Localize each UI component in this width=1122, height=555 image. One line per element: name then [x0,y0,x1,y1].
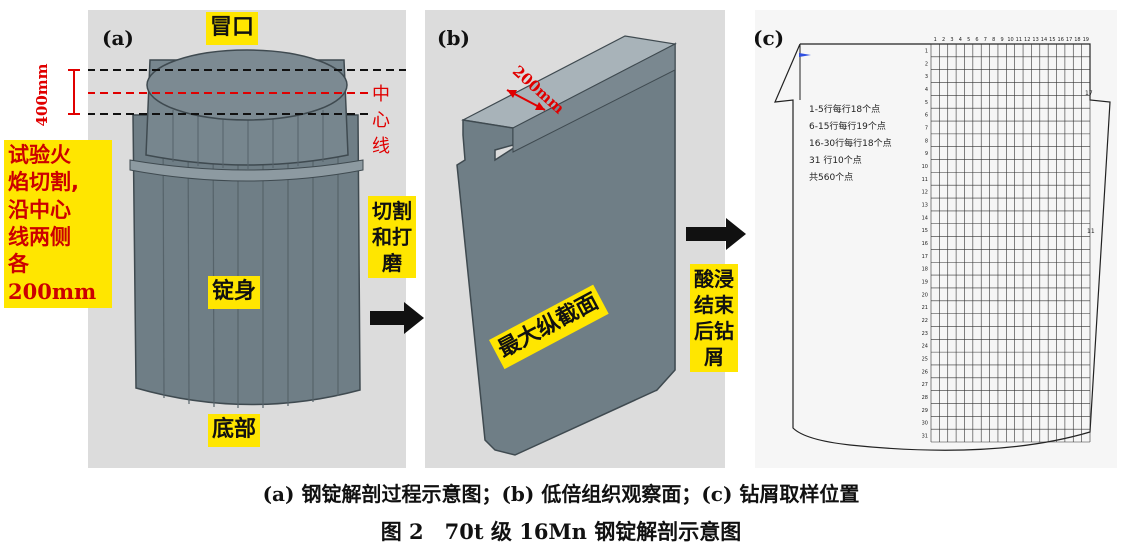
grid-row-number: 15 [922,228,928,234]
note-line: 线两侧 [8,224,71,249]
pickle-drill-label: 酸浸 结束 后钻 屑 [690,264,738,372]
label-line: 切割 [372,199,412,223]
note-line: 6-15行每行19个点 [809,122,886,132]
label-line: 磨 [382,251,402,275]
grid-row-number: 25 [922,357,928,363]
dimension-400-marker [68,69,80,115]
grid-row-number: 10 [922,164,928,170]
grid-row-number: 18 [922,267,928,273]
note-line: 焰切割, [8,170,79,195]
figure-subcaption: (a) 钢锭解剖过程示意图；(b) 低倍组织观察面；(c) 钻屑取样位置 [262,482,860,506]
figure-caption: 图 2 70t 级 16Mn 钢锭解剖示意图 [380,519,742,544]
label-line: 屑 [704,345,724,369]
edge-label: 17 [1085,90,1093,97]
grid-row-number: 7 [925,125,928,131]
grid-column-number: 12 [1024,37,1030,43]
grid-row-number: 27 [922,382,928,388]
grid-column-number: 3 [950,37,953,43]
panel-c-label: (c) [755,26,785,50]
sampling-notes: 1-5行每行18个点 6-15行每行19个点 16-30行每行18个点 31 行… [809,102,892,187]
grid-column-number: 15 [1049,37,1055,43]
note-line: 31 行10个点 [809,156,862,166]
label-line: 后钻 [694,319,734,343]
bottom-label: 底部 [208,414,261,447]
grid-column-number: 7 [984,37,987,43]
section-slab-drawing [456,35,677,456]
grid-row-number: 28 [922,395,928,401]
grid-row-number: 4 [925,87,928,93]
grid-row-number: 23 [922,331,928,337]
grid-row-number: 3 [925,74,928,80]
grid-column-number: 19 [1083,37,1089,43]
body-label: 锭身 [208,276,261,309]
panel-a-label: (a) [102,26,134,50]
grid-row-number: 22 [922,318,928,324]
arrow-right-icon [686,218,746,250]
dimension-400-label: 400mm [33,63,51,127]
grid-row-number: 31 [922,434,928,440]
grid-row-number: 11 [922,177,928,183]
grid-column-number: 10 [1007,37,1013,43]
grid-row-number: 24 [922,344,928,350]
note-line: 共560个点 [809,173,854,183]
label-line: 结束 [694,293,734,317]
grid-row-number: 19 [922,280,928,286]
grid-row-number: 13 [922,202,928,208]
label-line: 酸浸 [694,267,734,291]
label-line: 和打 [372,225,412,249]
grid-row-number: 14 [922,215,928,221]
grid-column-number: 5 [967,37,970,43]
grid-row-number: 21 [922,305,928,311]
grid-column-number: 2 [942,37,945,43]
note-line: 16-30行每行18个点 [809,139,892,149]
center-line-label: 中心线 [372,80,406,158]
grid-row-number: 26 [922,369,928,375]
note-line: 沿中心 [8,197,71,222]
grid-column-number: 13 [1032,37,1038,43]
note-line: 200mm [8,279,97,305]
grid-column-number: 17 [1066,37,1072,43]
grid-row-number: 12 [922,190,928,196]
grid-row-number: 16 [922,241,928,247]
grid-row-number: 29 [922,408,928,414]
grid-row-number: 17 [922,254,928,260]
grid-column-number: 4 [959,37,962,43]
panel-a: (a) 冒口 中心线 锭身 底部 [88,10,406,468]
grid-row-number: 20 [922,292,928,298]
riser-label: 冒口 [206,12,259,45]
panel-b-label: (b) [437,26,470,50]
note-line: 1-5行每行18个点 [809,105,881,115]
grid-row-number: 9 [925,151,928,157]
grid-column-number: 14 [1041,37,1047,43]
grid-column-number: 8 [992,37,995,43]
note-line: 各 [8,252,29,277]
grid-column-number: 16 [1058,37,1064,43]
grid-column-number: 9 [1001,37,1004,43]
grid-column-number: 11 [1016,37,1022,43]
ingot-drawing [88,49,406,408]
grid-row-number: 30 [922,421,928,427]
cut-grind-label: 切割 和打 磨 [368,196,416,278]
arrow-right-icon [370,302,424,334]
grid-row-number: 2 [925,61,928,67]
grid-row-number: 5 [925,100,928,106]
grid-row-number: 6 [925,113,928,119]
grid-column-number: 6 [975,37,978,43]
grid-row-number: 1 [925,48,928,54]
grid-row-number: 8 [925,138,928,144]
grid-column-number: 18 [1074,37,1080,43]
panel-b: (b) 200mm 最大纵截面 [425,10,725,468]
note-line: 试验火 [8,143,71,167]
cut-instruction-note: 试验火 焰切割, 沿中心 线两侧 各 200mm [4,140,112,308]
edge-label: 11 [1087,228,1095,235]
grid-column-number: 1 [934,37,937,43]
